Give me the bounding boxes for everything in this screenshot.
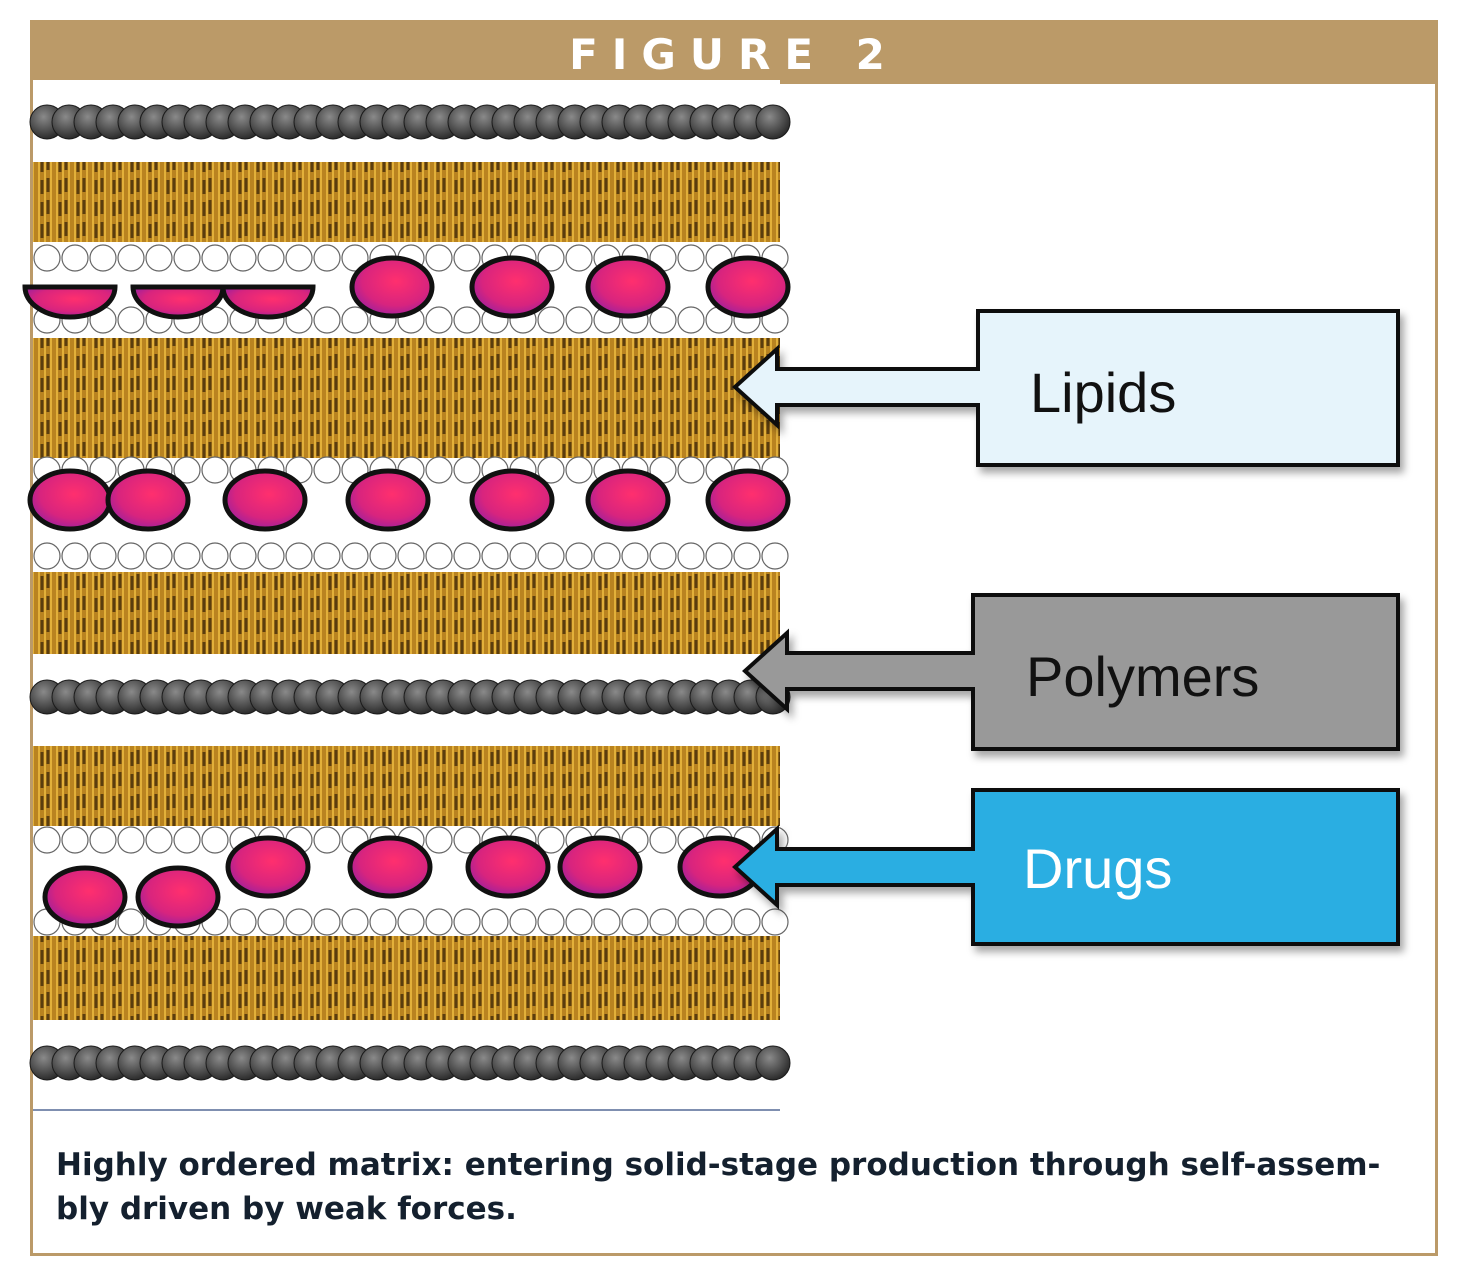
- callout-arrow: [742, 628, 975, 714]
- drug-molecule: [345, 468, 431, 532]
- figure-caption: Highly ordered matrix: entering solid-st…: [56, 1147, 1381, 1227]
- callout-box: [971, 593, 1400, 751]
- lipid-headgroup-row: [33, 542, 789, 570]
- drug-molecule: [469, 468, 555, 532]
- drug-row: [42, 835, 763, 929]
- drug-molecule: [222, 468, 308, 532]
- matrix-layers: [22, 80, 791, 1110]
- polymer-row: [29, 679, 791, 715]
- callout-label: Drugs: [1023, 837, 1172, 900]
- drug-molecule: [705, 468, 791, 532]
- drug-molecule: [347, 835, 433, 899]
- drug-molecule: [585, 468, 671, 532]
- drug-molecule: [225, 835, 311, 899]
- drug-molecule: [465, 835, 551, 899]
- callout-label: Polymers: [1026, 645, 1259, 708]
- drug-molecule: [135, 865, 221, 929]
- drug-molecule: [705, 255, 791, 319]
- drug-row: [22, 255, 791, 320]
- lipid-band: [33, 746, 780, 826]
- lipid-band: [33, 162, 780, 242]
- callout-box: [976, 309, 1400, 467]
- drug-molecule: [130, 284, 226, 320]
- lipid-headgroup-row: [33, 306, 789, 334]
- callout-drugs: [732, 788, 1400, 946]
- drug-molecule: [557, 835, 643, 899]
- drug-molecule: [22, 284, 118, 320]
- callout-arrow: [732, 344, 980, 430]
- drug-molecule: [42, 865, 128, 929]
- lipid-band: [33, 572, 780, 654]
- drug-molecule: [585, 255, 671, 319]
- lipid-band: [33, 338, 780, 458]
- drug-molecule: [105, 468, 191, 532]
- lipid-band: [33, 936, 780, 1020]
- drug-molecule: [469, 255, 555, 319]
- callout-arrow: [732, 824, 975, 910]
- callout-polymers: [742, 593, 1400, 751]
- drug-molecule: [220, 284, 316, 320]
- drug-row: [27, 468, 791, 532]
- polymer-row: [29, 1045, 791, 1081]
- polymer-row: [29, 104, 791, 140]
- callout-lipids: [732, 309, 1400, 467]
- drug-molecule: [27, 468, 113, 532]
- drug-molecule: [349, 255, 435, 319]
- callout-label: Lipids: [1030, 361, 1176, 424]
- figure-title: FIGURE 2: [33, 23, 1435, 84]
